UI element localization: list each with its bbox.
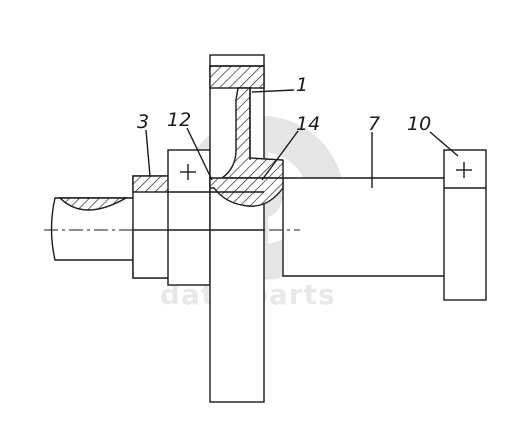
callout-7: 7	[368, 113, 380, 135]
bearing-block	[167, 149, 211, 286]
leader-12	[186, 127, 213, 181]
bearing-block-cross-icon	[180, 164, 196, 180]
leader-3	[145, 129, 151, 177]
bearing-block-body	[167, 149, 211, 286]
callout-14: 14	[296, 113, 320, 135]
leader-14	[261, 130, 299, 181]
left-bearing-lower	[132, 229, 170, 279]
callout-3: 3	[137, 111, 149, 133]
gear	[209, 54, 284, 403]
callout-1: 1	[296, 74, 308, 96]
left-shaft-cutaway	[58, 197, 129, 211]
right-bearing-body	[443, 149, 487, 301]
right-bearing	[443, 149, 487, 301]
main-shaft	[282, 177, 450, 277]
left-shaft-body	[50, 197, 136, 261]
leader-10	[429, 131, 459, 157]
left-shaft-end	[50, 197, 136, 261]
callout-10: 10	[407, 113, 431, 135]
left-bearing	[132, 175, 170, 279]
main-shaft-body	[282, 177, 450, 277]
leader-1	[251, 89, 295, 93]
callout-12: 12	[167, 109, 191, 131]
left-bearing-section	[132, 175, 170, 193]
leader-lines	[145, 89, 459, 188]
right-bearing-cross-icon	[456, 162, 472, 178]
gear-rim-section	[209, 65, 265, 89]
